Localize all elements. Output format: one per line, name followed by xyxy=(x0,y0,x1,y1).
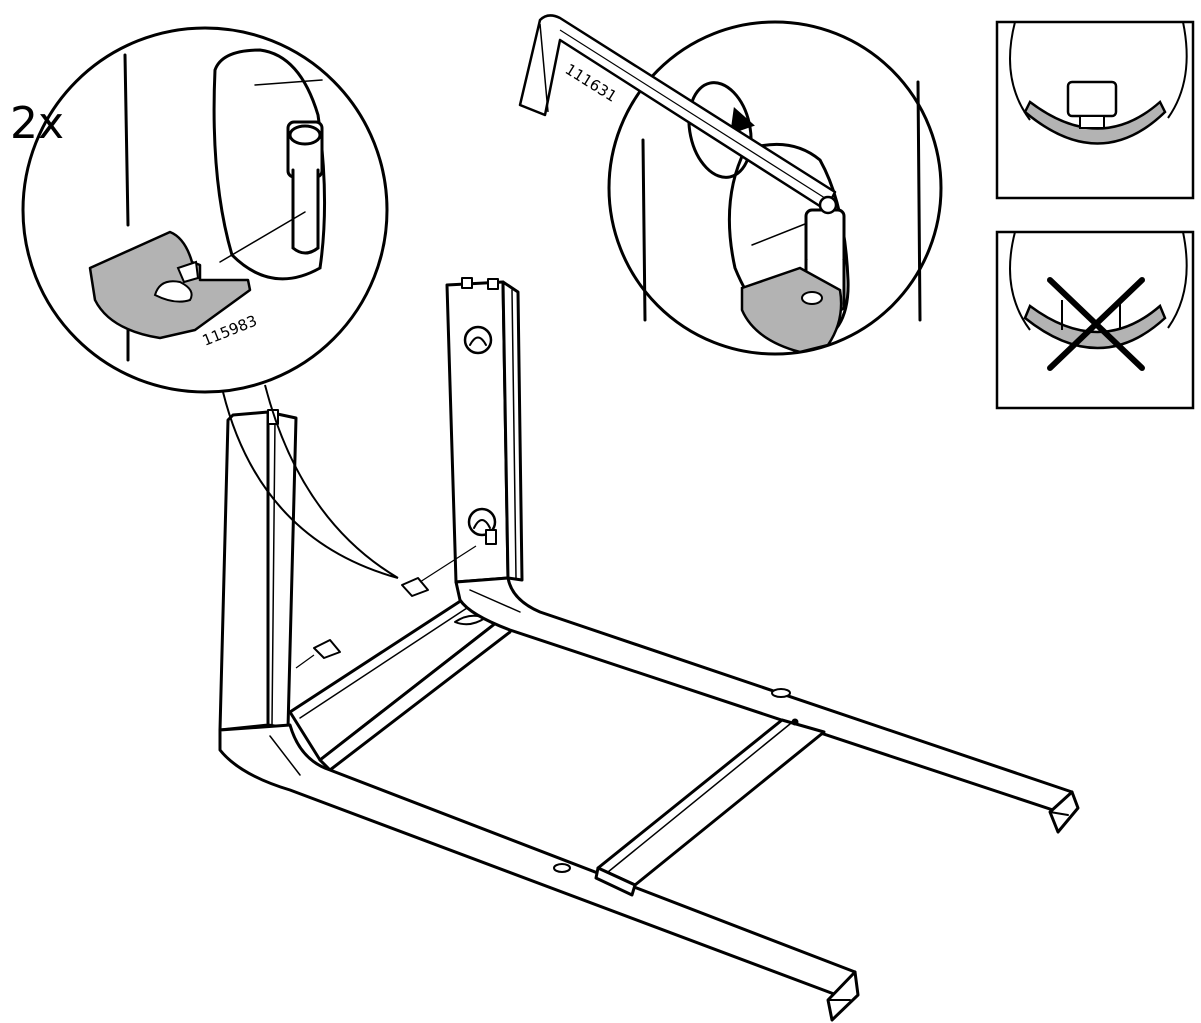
hex-key-detail-callout: 111631 xyxy=(518,14,943,356)
incorrect-seating-panel xyxy=(995,230,1195,410)
rotation-arrow-icon xyxy=(687,81,755,179)
hex-key-tool xyxy=(518,14,838,215)
quantity-label: 2x xyxy=(10,98,64,149)
seated-clip-part xyxy=(740,266,843,354)
cross-rail xyxy=(594,718,826,897)
back-rail xyxy=(288,598,512,772)
frame-clip-lower xyxy=(313,639,341,659)
insertion-guide-lines xyxy=(295,545,477,669)
correct-seating-panel xyxy=(995,20,1195,200)
chair-frame xyxy=(218,277,1080,1022)
right-upright-post xyxy=(445,277,524,584)
front-side-rail xyxy=(218,723,860,1022)
right-side-rail xyxy=(454,576,1080,834)
clip-detail-callout: 2x 115983 xyxy=(10,26,399,579)
left-upright-post xyxy=(218,409,298,732)
cross-icon xyxy=(1047,277,1145,371)
frame-clip-upper xyxy=(401,577,429,597)
callout-pointer xyxy=(222,384,399,579)
